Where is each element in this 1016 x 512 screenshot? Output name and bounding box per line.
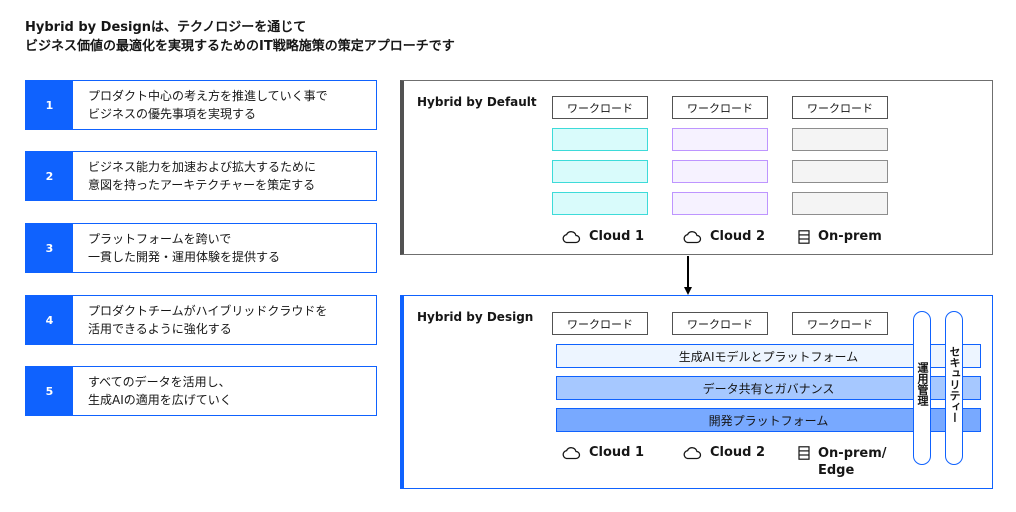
cloud2-resource-block [672, 192, 768, 215]
step-text: すべてのデータを活用し、 生成AIの適用を広げていく [73, 367, 376, 415]
step-text-line-1: プロダクト中心の考え方を推進していく事で [88, 89, 328, 103]
step-2: 2 ビジネス能力を加速および拡大するために 意図を持ったアーキテクチャーを策定す… [25, 151, 377, 201]
step-number: 1 [26, 81, 73, 129]
workload-box-3: ワークロード [792, 96, 888, 119]
step-text-line-2: 意図を持ったアーキテクチャーを策定する [88, 178, 316, 192]
step-number: 5 [26, 367, 73, 415]
workload-box-2: ワークロード [672, 312, 768, 335]
hybrid-by-default-panel: Hybrid by Default ワークロード ワークロード ワークロード C… [400, 80, 993, 255]
step-3: 3 プラットフォームを跨いで 一貫した開発・運用体験を提供する [25, 223, 377, 273]
cloud1-resource-block [552, 192, 648, 215]
location-label: Cloud 1 [589, 229, 645, 244]
step-1: 1 プロダクト中心の考え方を推進していく事で ビジネスの優先事項を実現する [25, 80, 377, 130]
cloud2-resource-block [672, 160, 768, 183]
location-cloud-1: Cloud 1 [561, 445, 644, 460]
server-icon [798, 446, 810, 460]
step-text-line-2: ビジネスの優先事項を実現する [88, 107, 257, 121]
onprem-resource-block [792, 128, 888, 151]
workload-box-2: ワークロード [672, 96, 768, 119]
workload-box-1: ワークロード [552, 96, 648, 119]
step-text: プロダクトチームがハイブリッドクラウドを 活用できるように強化する [73, 296, 376, 344]
title-line-1: Hybrid by Designは、テクノロジーを通じて [25, 20, 307, 35]
step-text-line-2: 生成AIの適用を広げていく [88, 393, 232, 407]
security-pill: セキュリティー [945, 311, 963, 465]
location-label: Cloud 2 [710, 229, 766, 244]
location-label-line-1: On-prem/ [818, 446, 887, 461]
server-icon [798, 230, 810, 244]
cloud1-resource-block [552, 128, 648, 151]
layer-genai-platform: 生成AIモデルとプラットフォーム [556, 344, 981, 368]
transition-arrow [687, 256, 689, 288]
page-title: Hybrid by Designは、テクノロジーを通じて ビジネス価値の最適化を… [25, 18, 455, 56]
location-on-prem: On-prem [798, 229, 882, 244]
step-text-line-1: プラットフォームを跨いで [88, 232, 232, 246]
step-number: 4 [26, 296, 73, 344]
hybrid-by-design-panel: Hybrid by Design ワークロード ワークロード ワークロード 生成… [400, 295, 993, 489]
location-cloud-1: Cloud 1 [561, 229, 644, 244]
cloud-icon [683, 447, 702, 460]
step-text-line-2: 一貫した開発・運用体験を提供する [88, 250, 281, 264]
location-cloud-2: Cloud 2 [682, 445, 765, 460]
step-text-line-1: プロダクトチームがハイブリッドクラウドを [88, 304, 328, 318]
location-label: Cloud 2 [710, 445, 766, 460]
location-label-group: On-prem/ Edge [818, 445, 887, 479]
workload-box-3: ワークロード [792, 312, 888, 335]
step-text: プラットフォームを跨いで 一貫した開発・運用体験を提供する [73, 224, 376, 272]
workload-box-1: ワークロード [552, 312, 648, 335]
cloud-icon [562, 447, 581, 460]
title-line-2: ビジネス価値の最適化を実現するためのIT戦略施策の策定アプローチです [25, 39, 455, 54]
hybrid-by-design-title: Hybrid by Design [417, 310, 534, 324]
step-text: プロダクト中心の考え方を推進していく事で ビジネスの優先事項を実現する [73, 81, 376, 129]
layer-dev-platform: 開発プラットフォーム [556, 408, 981, 432]
step-number: 3 [26, 224, 73, 272]
step-5: 5 すべてのデータを活用し、 生成AIの適用を広げていく [25, 366, 377, 416]
arrow-head-icon [684, 287, 692, 295]
cloud1-resource-block [552, 160, 648, 183]
location-on-prem-edge: On-prem/ Edge [798, 445, 887, 479]
onprem-resource-block [792, 192, 888, 215]
onprem-resource-block [792, 160, 888, 183]
step-text-line-2: 活用できるように強化する [88, 322, 232, 336]
cloud-icon [562, 231, 581, 244]
operations-management-pill: 運用管理 [913, 311, 931, 465]
location-cloud-2: Cloud 2 [682, 229, 765, 244]
step-text-line-1: すべてのデータを活用し、 [88, 375, 231, 389]
pill-label: 運用管理 [916, 362, 929, 406]
step-4: 4 プロダクトチームがハイブリッドクラウドを 活用できるように強化する [25, 295, 377, 345]
cloud-icon [683, 231, 702, 244]
layer-data-governance: データ共有とガバナンス [556, 376, 981, 400]
location-label-line-2: Edge [818, 463, 855, 478]
location-label: Cloud 1 [589, 445, 645, 460]
pill-label: セキュリティー [948, 346, 961, 423]
step-text-line-1: ビジネス能力を加速および拡大するために [88, 160, 317, 174]
step-text: ビジネス能力を加速および拡大するために 意図を持ったアーキテクチャーを策定する [73, 152, 376, 200]
step-number: 2 [26, 152, 73, 200]
location-label: On-prem [818, 229, 882, 244]
cloud2-resource-block [672, 128, 768, 151]
hybrid-by-default-title: Hybrid by Default [417, 95, 537, 109]
